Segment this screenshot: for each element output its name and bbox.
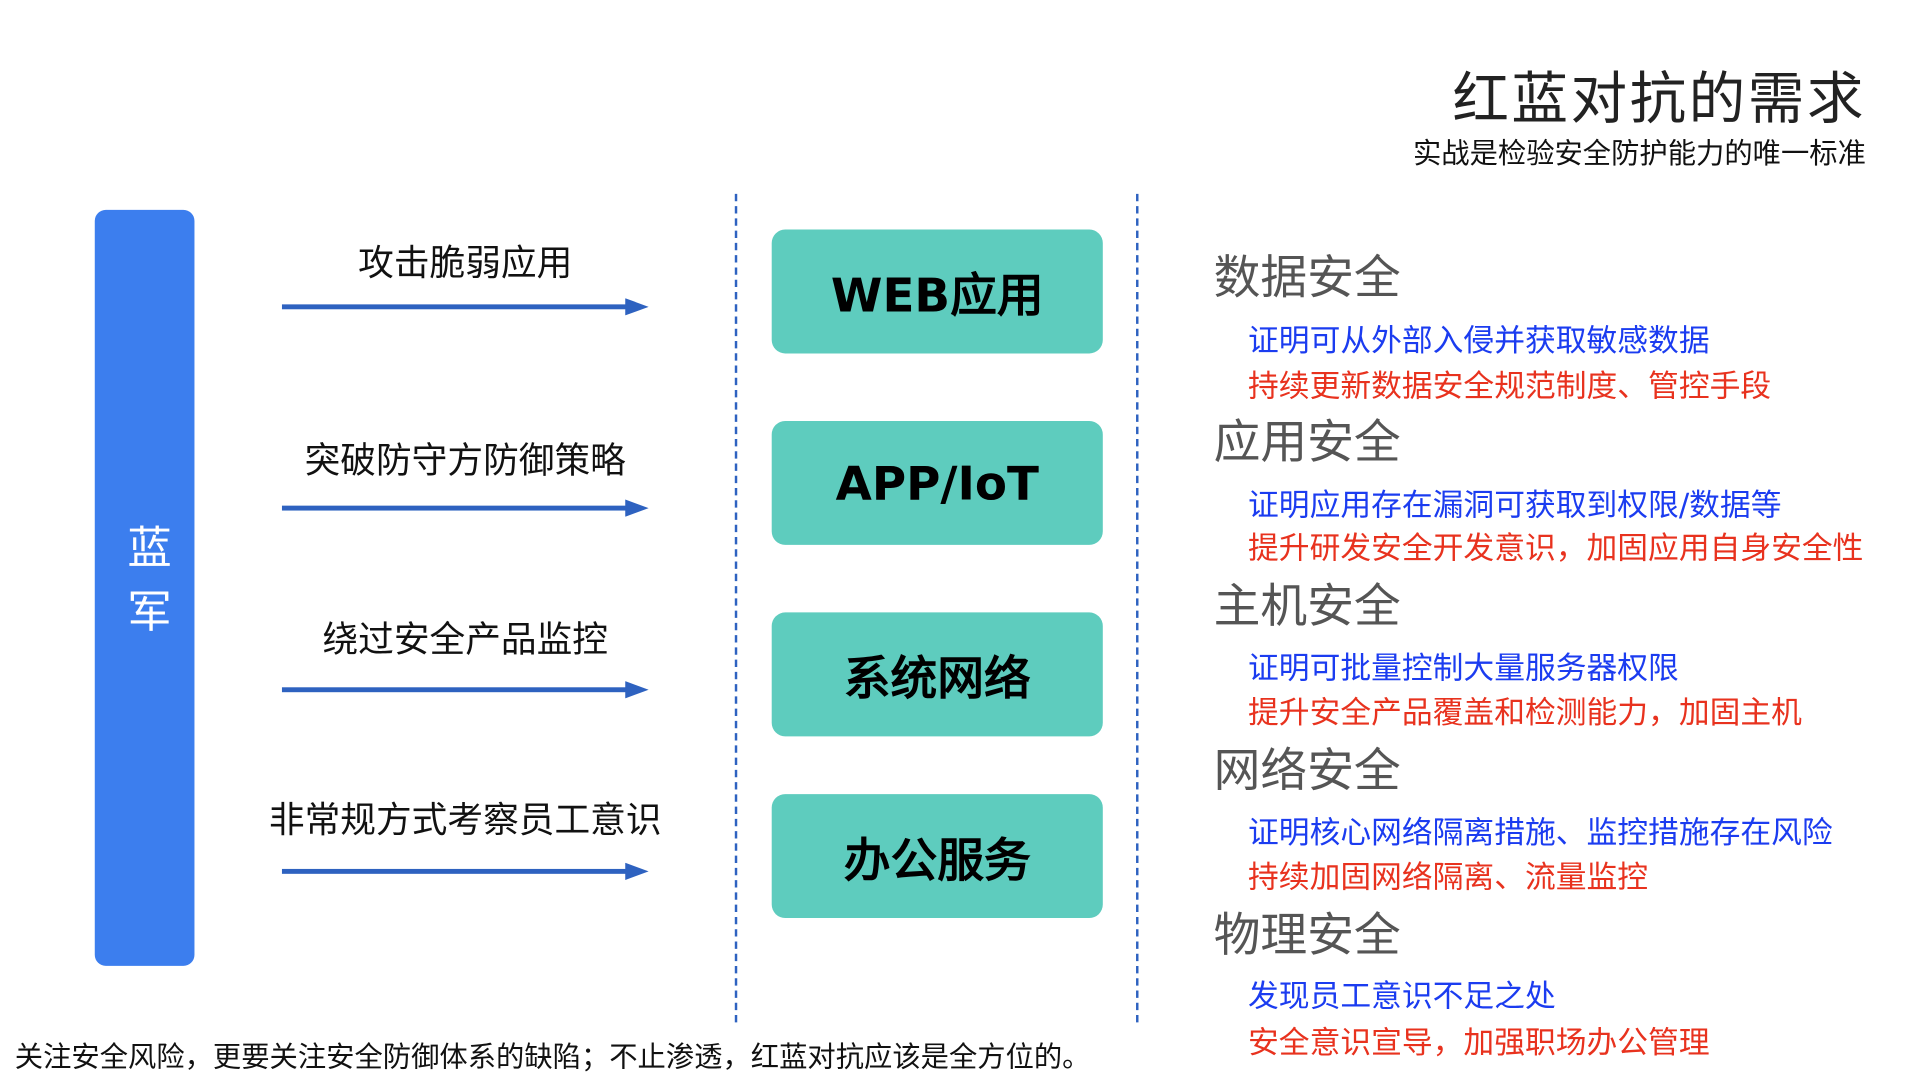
arrow-icon [281, 681, 649, 699]
target-box-app: APP/IoT [771, 420, 1103, 545]
category-action: 提升安全产品覆盖和检测能力，加固主机 [1248, 694, 1802, 731]
divider-line [1136, 193, 1139, 1023]
category-title: 物理安全 [1213, 908, 1401, 963]
category-proof: 证明应用存在漏洞可获取到权限/数据等 [1248, 487, 1782, 523]
category-title: 网络安全 [1213, 743, 1401, 798]
category-proof: 证明核心网络隔离措施、监控措施存在风险 [1248, 814, 1833, 851]
target-box-web: WEB应用 [771, 229, 1103, 354]
attack-label: 绕过安全产品监控 [322, 618, 609, 661]
category-title: 主机安全 [1213, 579, 1401, 634]
target-box-network: 系统网络 [771, 612, 1103, 737]
category-proof: 发现员工意识不足之处 [1248, 978, 1556, 1014]
category-action: 持续加固网络隔离、流量监控 [1248, 859, 1649, 895]
page-subtitle: 实战是检验安全防护能力的唯一标准 [1412, 138, 1866, 171]
page-title: 红蓝对抗的需求 [1452, 65, 1866, 132]
attack-label: 突破防守方防御策略 [304, 439, 626, 482]
divider-line [734, 193, 738, 1023]
category-action: 提升研发安全开发意识，加固应用自身安全性 [1248, 530, 1864, 566]
arrow-icon [281, 298, 649, 316]
category-title: 数据安全 [1213, 250, 1401, 305]
category-action: 安全意识宣导，加强职场办公管理 [1248, 1024, 1710, 1061]
footer-note: 关注安全风险，更要关注安全防御体系的缺陷；不止渗透，红蓝对抗应该是全方位的。 [14, 1041, 1091, 1074]
category-title: 应用安全 [1213, 414, 1401, 469]
category-proof: 证明可批量控制大量服务器权限 [1248, 650, 1679, 687]
target-box-office: 办公服务 [771, 794, 1103, 919]
arrow-icon [281, 862, 649, 880]
blue-team-label: 蓝军 [120, 524, 171, 652]
arrow-icon [281, 499, 649, 517]
category-proof: 证明可从外部入侵并获取敏感数据 [1248, 322, 1710, 359]
attack-label: 非常规方式考察员工意识 [268, 798, 662, 841]
category-action: 持续更新数据安全规范制度、管控手段 [1248, 368, 1772, 404]
attack-label: 攻击脆弱应用 [358, 241, 573, 284]
blue-team-bar: 蓝军 [94, 209, 195, 966]
